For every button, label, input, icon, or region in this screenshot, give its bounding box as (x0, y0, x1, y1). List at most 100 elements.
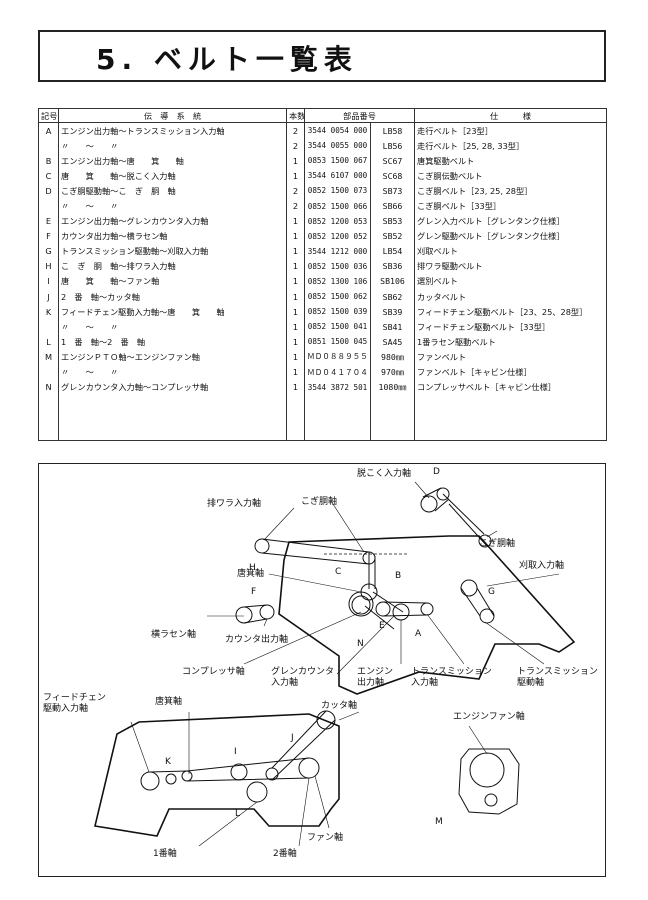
cell-path: こぎ胴駆動軸～こ ぎ 胴 軸 (58, 183, 287, 199)
cell-part-number (304, 424, 371, 441)
cell-spec (414, 424, 608, 441)
cell-symbol: L (38, 334, 59, 350)
cell-qty: 1 (286, 243, 305, 259)
diagram-label-haiwara-in: 排ワラ入力軸 (207, 497, 261, 509)
upper-body-outline (278, 535, 576, 695)
cell-part-number: 3544 1212 000 (304, 243, 371, 259)
cell-qty: 1 (286, 258, 305, 274)
cell-spec: ファンベルト［キャビン仕様］ (414, 364, 608, 380)
cell-spec: 刈取ベルト (414, 243, 608, 259)
table-row (38, 409, 608, 425)
cell-symbol: I (38, 273, 59, 290)
cell-part-number: 0852 1500 041 (304, 319, 371, 335)
cell-spec: カッタベルト (414, 289, 608, 305)
cell-path: 2 番 軸～カッタ軸 (58, 289, 287, 305)
cell-symbol: B (38, 153, 59, 169)
cell-part-code (369, 424, 416, 441)
diagram-label-tomi-jiku2: 唐箕軸 (155, 695, 182, 707)
belt-letter-b: B (395, 571, 401, 581)
cell-path: 〃 ～ 〃 (58, 198, 287, 214)
diagram-label-engine-out: エンジン (357, 667, 393, 677)
cell-spec (414, 394, 608, 410)
cell-path: グレンカウンタ入力軸～コンプレッサ軸 (58, 379, 287, 395)
cell-part-code: 1080㎜ (369, 379, 416, 395)
cell-part-code: SB52 (369, 228, 416, 244)
belt-letter-j: J (290, 733, 294, 743)
cell-part-code: SC68 (369, 168, 416, 184)
cell-qty: 2 (286, 198, 305, 214)
cell-symbol (38, 394, 59, 410)
page-title: 5. ベルト一覧表 (96, 43, 358, 76)
cell-symbol: H (38, 258, 59, 274)
cell-qty: 2 (286, 122, 305, 139)
cell-part-number: 3544 0054 000 (304, 122, 371, 139)
diagram-label-grain-counter-in: 入力軸 (271, 676, 298, 688)
cell-part-number: 0852 1500 036 (304, 258, 371, 274)
cell-qty (286, 409, 305, 425)
cell-path: 唐 箕 軸～脱こく入力軸 (58, 168, 287, 184)
cell-part-number: 3544 0055 000 (304, 138, 371, 154)
cell-path: カウンタ出力軸～横ラセン軸 (58, 228, 287, 244)
diagram-label-datsukoku-in: 脱こく入力軸 (357, 467, 411, 479)
cell-part-code: SB39 (369, 304, 416, 320)
cell-part-number: ＭＤ０８８９５５ (304, 349, 371, 365)
cell-symbol: C (38, 168, 59, 184)
belt-letter-l: L (235, 809, 240, 819)
cell-part-number: 3544 3872 501 (304, 379, 371, 395)
cell-path: 1 番 軸～2 番 軸 (58, 334, 287, 350)
diagram-label-engine-fan: エンジンファン軸 (453, 710, 525, 722)
diagram-label-kogido-jiku: こぎ胴軸 (301, 495, 337, 507)
cell-part-code: SB106 (369, 273, 416, 290)
belt-letter-g: G (488, 587, 495, 597)
cell-part-number: 0852 1500 062 (304, 289, 371, 305)
cell-part-number: 0852 1300 106 (304, 273, 371, 290)
diagram-label-kogido-label: こぎ胴軸 (479, 537, 515, 549)
cell-qty: 1 (286, 379, 305, 395)
cell-qty: 1 (286, 228, 305, 244)
cell-part-number (304, 394, 371, 410)
header-part: 部品番号 (303, 108, 416, 123)
diagram-label-grain-counter-in: グレンカウンタ (271, 665, 334, 677)
cell-spec: フィードチェン駆動ベルト［33型］ (414, 319, 608, 335)
diagram-label-trans-in: トランスミッション (411, 666, 492, 677)
cell-spec: 唐箕駆動ベルト (414, 153, 608, 169)
belt-letter-d: D (433, 467, 440, 477)
cell-qty: 1 (286, 319, 305, 335)
belt-letter-f: F (251, 587, 256, 597)
cell-symbol: M (38, 349, 59, 365)
cell-part-number: 0852 1500 073 (304, 183, 371, 199)
cell-part-number: 0852 1500 039 (304, 304, 371, 320)
cell-part-code: 980㎜ (369, 349, 416, 365)
cell-qty: 2 (286, 138, 305, 154)
cell-symbol (38, 198, 59, 214)
cell-spec: 1番ラセン駆動ベルト (414, 334, 608, 350)
cell-path: エンジン出力軸～トランスミッション入力軸 (58, 122, 287, 139)
cell-path (58, 394, 287, 410)
cell-qty: 1 (286, 304, 305, 320)
cell-symbol (38, 364, 59, 380)
diagram-label-niban: 2番軸 (273, 847, 297, 859)
diagram-label-counter-out: カウンタ出力軸 (225, 633, 288, 645)
cell-spec: ファンベルト (414, 349, 608, 365)
cell-spec: 走行ベルト［23型］ (414, 122, 608, 139)
cell-part-code: LB58 (369, 122, 416, 139)
cell-path: フィードチェン駆動入力軸～唐 箕 軸 (58, 304, 287, 320)
cell-spec: グレン駆動ベルト［グレンタンク仕様］ (414, 228, 608, 244)
lower-body-outline (94, 713, 340, 837)
cell-qty: 1 (286, 273, 305, 290)
cell-symbol: E (38, 213, 59, 229)
belt-letter-n: N (357, 639, 364, 649)
cell-spec (414, 409, 608, 425)
cell-spec: 選別ベルト (414, 273, 608, 290)
cell-part-number: 3544 6107 000 (304, 168, 371, 184)
